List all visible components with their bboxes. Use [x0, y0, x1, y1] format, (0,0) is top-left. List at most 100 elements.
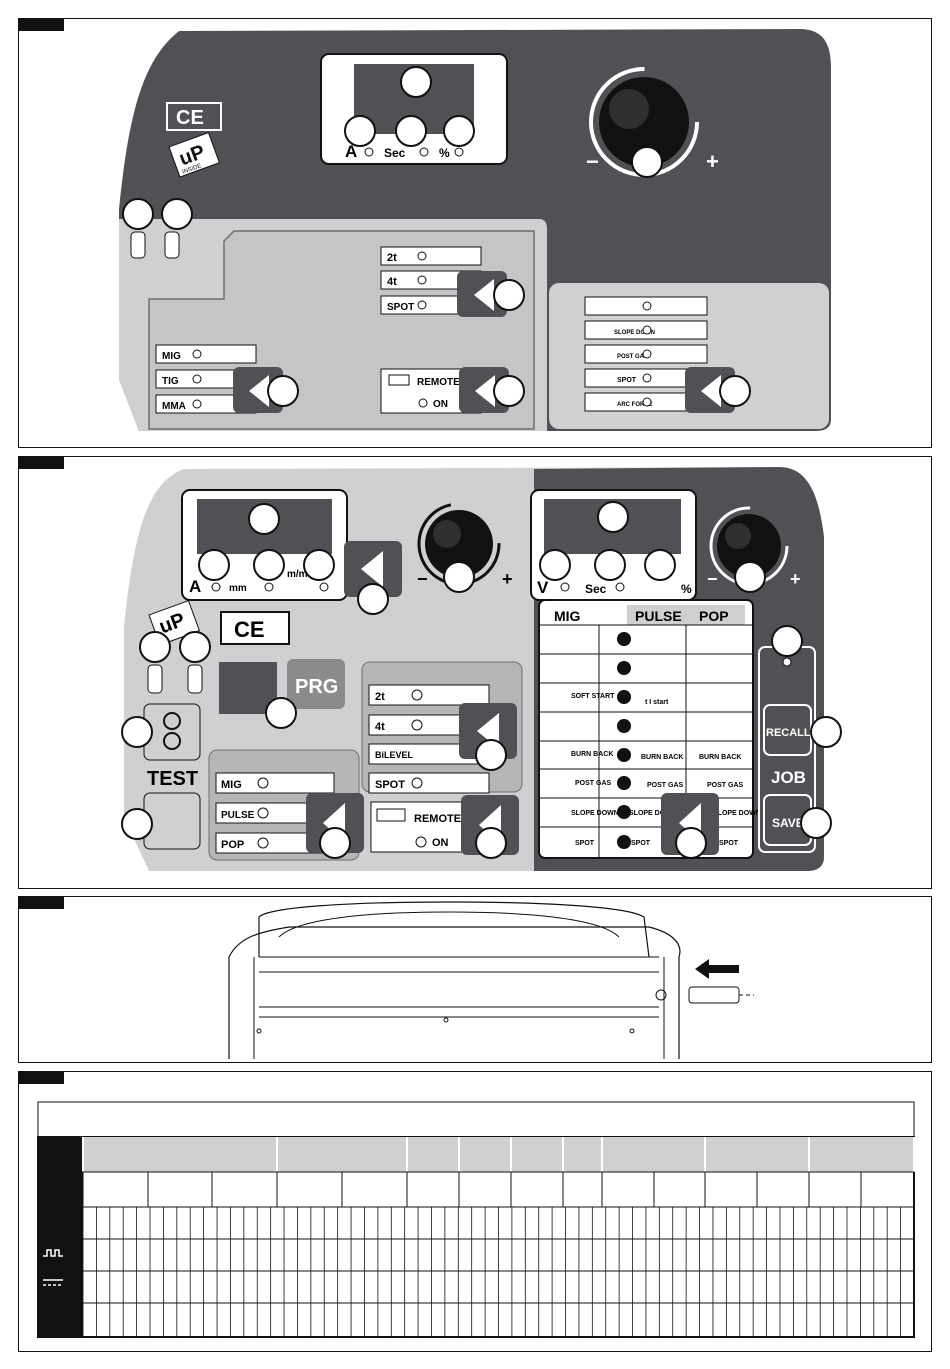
- callout: [253, 549, 285, 581]
- svg-text:−: −: [707, 569, 718, 589]
- remote-selector: REMOTE ON: [380, 367, 525, 414]
- ce-mark: CE: [176, 107, 204, 129]
- callout: [395, 115, 427, 147]
- svg-text:JOB: JOB: [771, 768, 806, 787]
- process-selector: MIG PULSE POP: [215, 772, 364, 859]
- callout: [179, 631, 211, 663]
- svg-text:+: +: [790, 569, 801, 589]
- callout: [443, 561, 475, 593]
- callout: [597, 501, 629, 533]
- callout: [675, 827, 707, 859]
- svg-text:POP: POP: [221, 839, 244, 851]
- callout: [344, 115, 376, 147]
- remote-selector: REMOTE ON: [370, 795, 519, 859]
- svg-text:BiLEVEL: BiLEVEL: [375, 750, 414, 760]
- svg-text:TEST: TEST: [147, 768, 198, 790]
- svg-text:MIG: MIG: [221, 779, 242, 791]
- synergic-leds: [617, 632, 631, 849]
- svg-text:SLOPE DOWN: SLOPE DOWN: [629, 810, 677, 817]
- data-table: [37, 1101, 915, 1338]
- led: [454, 147, 464, 157]
- table-header: [82, 1137, 915, 1172]
- callout: [734, 561, 766, 593]
- svg-text:SPOT: SPOT: [575, 840, 595, 847]
- callout: [267, 375, 299, 407]
- svg-text:%: %: [681, 582, 692, 596]
- ce-box: [166, 102, 222, 131]
- svg-text:SPOT: SPOT: [617, 377, 637, 384]
- figure-2-frame: A mm m/m − + V Sec % − +: [18, 456, 932, 889]
- control-panel-1: A Sec % − + CE uP INSIDE 2t 4t: [119, 29, 831, 431]
- prg-button[interactable]: [287, 659, 345, 709]
- svg-text:POP: POP: [699, 608, 729, 624]
- svg-text:t I start: t I start: [645, 699, 669, 706]
- synergic-table: MIG PULSE POP SOFT START t I start BURN …: [538, 599, 761, 859]
- callout: [644, 549, 676, 581]
- table-grid: [38, 1171, 915, 1338]
- svg-text:POST GAS: POST GAS: [707, 782, 744, 789]
- callout: [121, 808, 153, 840]
- process-selector: MIG TIG MMA: [155, 344, 299, 414]
- svg-text:SOFT START: SOFT START: [571, 693, 615, 700]
- svg-text:SAVE: SAVE: [772, 816, 804, 830]
- minus-label: −: [586, 149, 599, 174]
- header-band: [83, 1137, 914, 1172]
- svg-text:4t: 4t: [387, 276, 397, 288]
- alarm-led-icon: [187, 664, 203, 694]
- callout: [631, 146, 663, 178]
- alarm-led-icon: [164, 231, 180, 259]
- svg-text:REMOTE: REMOTE: [414, 813, 461, 825]
- callout: [493, 279, 525, 311]
- power-led-icon: [130, 231, 146, 259]
- plus-label: +: [706, 149, 719, 174]
- svg-text:SPOT: SPOT: [375, 779, 405, 791]
- svg-text:mm: mm: [229, 583, 247, 594]
- callout: [400, 66, 432, 98]
- callout: [810, 716, 842, 748]
- figure-4-frame: [18, 1071, 932, 1352]
- up-logo: uP INSIDE: [168, 131, 221, 178]
- svg-text:ON: ON: [433, 399, 448, 410]
- mode-selector: 2t 4t BiLEVEL SPOT: [368, 684, 517, 794]
- callout: [122, 198, 154, 230]
- svg-text:V: V: [537, 578, 549, 597]
- svg-text:POST GAS: POST GAS: [575, 780, 612, 787]
- svg-text:REMOTE: REMOTE: [417, 377, 460, 388]
- svg-text:A: A: [189, 577, 201, 596]
- callout: [443, 115, 475, 147]
- figure-1-frame: A Sec % − + CE uP INSIDE 2t 4t: [18, 18, 932, 448]
- power-led-icon: [147, 664, 163, 694]
- mode-selector: 2t 4t SPOT: [380, 246, 525, 317]
- svg-text:BURN BACK: BURN BACK: [641, 754, 683, 761]
- callout: [198, 549, 230, 581]
- svg-text:ON: ON: [432, 837, 449, 849]
- svg-text:SLOPE DOWN: SLOPE DOWN: [614, 330, 655, 336]
- svg-text:TIG: TIG: [162, 376, 179, 387]
- row-header-column: [38, 1137, 83, 1337]
- callout: [539, 549, 571, 581]
- svg-text:SPOT: SPOT: [631, 840, 651, 847]
- row-icons: [43, 1249, 63, 1286]
- callout: [319, 827, 351, 859]
- figure-tab: [18, 456, 64, 469]
- svg-text:SPOT: SPOT: [719, 840, 739, 847]
- ce-mark: CE: [234, 617, 265, 642]
- svg-text:PULSE: PULSE: [635, 608, 682, 624]
- insert-arrow-icon: [695, 959, 739, 979]
- svg-text:BURN BACK: BURN BACK: [571, 751, 613, 758]
- figure-tab: [18, 896, 64, 909]
- callout: [303, 549, 335, 581]
- svg-text:SLOPE DOWN: SLOPE DOWN: [571, 810, 619, 817]
- callout: [475, 827, 507, 859]
- connector-icon: [688, 986, 740, 1004]
- callout: [121, 716, 153, 748]
- figure-tab: [18, 18, 64, 31]
- unit-label: Sec: [384, 146, 406, 160]
- svg-text:2t: 2t: [387, 252, 397, 264]
- svg-text:2t: 2t: [375, 691, 385, 703]
- callout: [161, 198, 193, 230]
- svg-text:BURN BACK: BURN BACK: [699, 754, 741, 761]
- svg-text:MIG: MIG: [162, 351, 181, 362]
- figure-3-frame: [18, 896, 932, 1063]
- svg-text:POST GAS: POST GAS: [617, 354, 648, 360]
